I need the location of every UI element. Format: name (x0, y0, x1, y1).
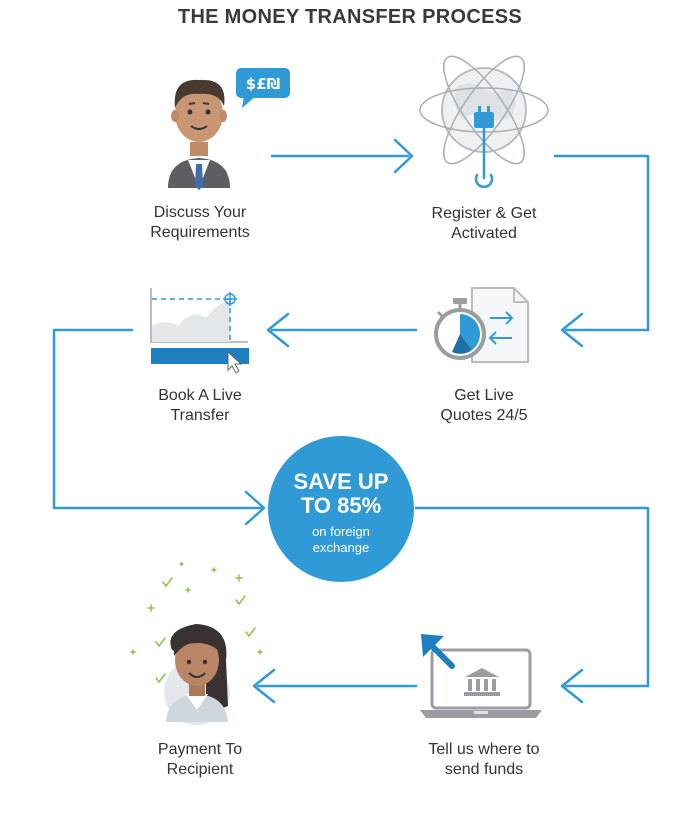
arrowhead-quotes (560, 312, 584, 348)
arrowhead-register (393, 138, 414, 174)
badge-line-foreign: on foreign (312, 524, 370, 539)
currency-symbols: $£₪ (246, 75, 280, 93)
arrowhead-badge (244, 490, 266, 526)
sparkle-decorations (130, 561, 263, 684)
speech-bubble-icon (236, 68, 290, 108)
connector-register-to-quotes (553, 154, 650, 332)
rate-chart-icon (150, 288, 249, 374)
savings-badge: SAVE UP TO 85% on foreign exchange (268, 436, 414, 582)
arrowhead-payment (252, 668, 276, 704)
businessman-icon (166, 79, 232, 190)
laptop-bank-icon (420, 634, 542, 718)
page-title: THE MONEY TRANSFER PROCESS (177, 6, 523, 28)
arrowhead-book (266, 312, 290, 348)
connector-book-to-badge (52, 328, 264, 510)
badge-line-save-up: SAVE UP (293, 469, 389, 494)
happy-woman-icon (164, 624, 230, 725)
connector-badge-to-laptop (414, 506, 650, 688)
badge-line-exchange: exchange (312, 540, 370, 555)
arrowhead-laptop (560, 668, 584, 704)
badge-line-percent: TO 85% (300, 493, 382, 518)
stopwatch-quote-icon (434, 287, 529, 363)
globe-power-icon (419, 55, 549, 189)
